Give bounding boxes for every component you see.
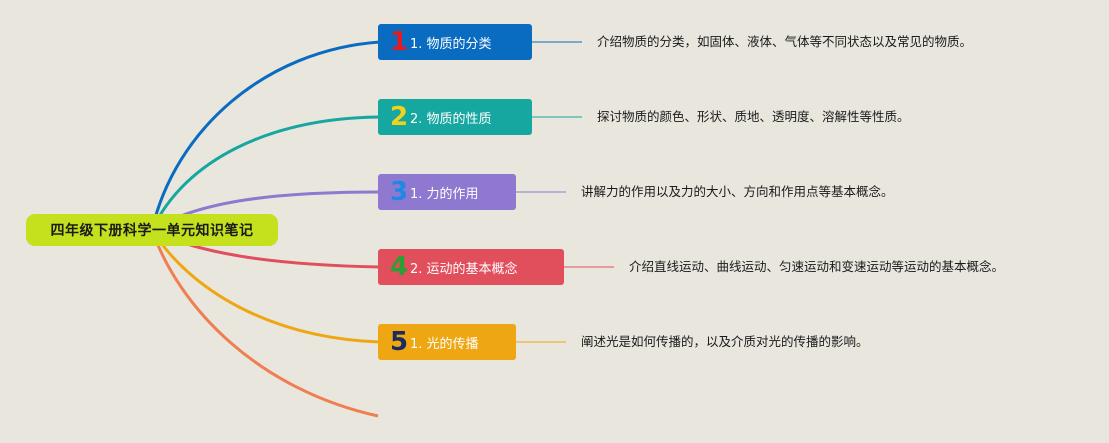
root-topic-label: 四年级下册科学一单元知识笔记	[50, 223, 254, 239]
topic-material-classification[interactable]: 1 1. 物质的分类	[378, 24, 532, 60]
topic-material-properties[interactable]: 2 2. 物质的性质	[378, 99, 532, 135]
topic-label: 2. 运动的基本概念	[410, 261, 518, 277]
topic-description: 阐述光是如何传播的，以及介质对光的传播的影响。	[581, 334, 869, 349]
topic-description: 讲解力的作用以及力的大小、方向和作用点等基本概念。	[581, 184, 894, 199]
topic-force-effect[interactable]: 3 1. 力的作用	[378, 174, 516, 210]
number-three-icon: 3	[390, 177, 409, 207]
topic-label: 1. 光的传播	[410, 336, 479, 352]
topic-light-propagation[interactable]: 5 1. 光的传播	[378, 324, 516, 360]
topic-description: 介绍物质的分类，如固体、液体、气体等不同状态以及常见的物质。	[597, 34, 973, 49]
branch-2-connector	[150, 115, 381, 231]
root-topic[interactable]: 四年级下册科学一单元知识笔记	[26, 214, 278, 246]
topic-motion-concepts[interactable]: 4 2. 运动的基本概念	[378, 249, 564, 285]
number-five-icon: 5	[390, 327, 409, 357]
number-two-icon: 2	[390, 102, 409, 132]
topic-label: 2. 物质的性质	[410, 111, 492, 127]
topic-description: 介绍直线运动、曲线运动、匀速运动和变速运动等运动的基本概念。	[629, 259, 1005, 274]
topic-label: 1. 力的作用	[410, 186, 479, 202]
topic-description: 探讨物质的颜色、形状、质地、透明度、溶解性等性质。	[597, 109, 910, 124]
branch-5-connector	[150, 229, 381, 344]
number-one-icon: 1	[390, 27, 409, 57]
trailing-connector	[150, 229, 379, 418]
topic-label: 1. 物质的分类	[410, 36, 492, 52]
number-four-icon: 4	[390, 252, 409, 282]
branch-1-connector	[150, 40, 381, 231]
